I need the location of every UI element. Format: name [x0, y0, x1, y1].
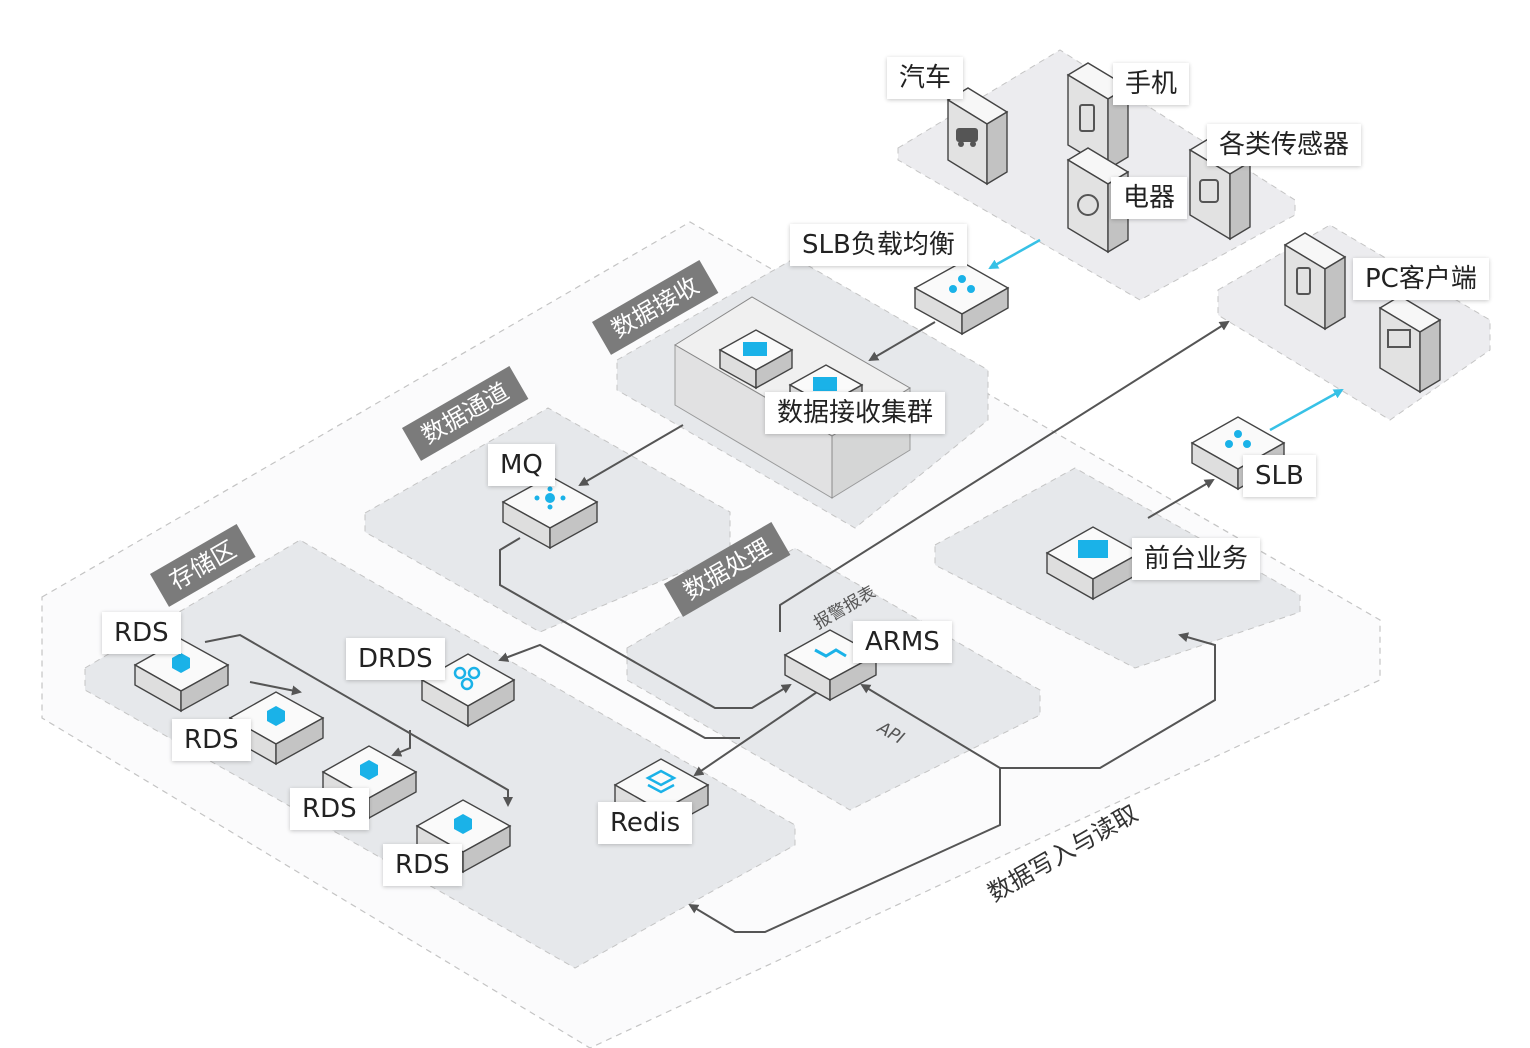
edge-rw-to-arms — [860, 683, 1001, 769]
cache-layers-icon — [645, 769, 677, 794]
label-rds-4: RDS — [383, 844, 462, 886]
database-hexagon-icon — [454, 814, 472, 834]
node-cluster-server-1 — [718, 329, 794, 390]
label-pc-client: PC客户端 — [1353, 258, 1489, 300]
database-hexagon-icon — [267, 706, 285, 726]
label-phone: 手机 — [1113, 63, 1190, 105]
node-rds-2 — [228, 691, 325, 766]
label-slb-lb: SLB负载均衡 — [790, 224, 967, 266]
edge-cluster-to-mq — [578, 424, 684, 487]
edge-slb-to-pc — [1269, 388, 1344, 432]
sensor-icon — [1199, 179, 1219, 203]
edge-devices-to-slb — [988, 238, 1041, 270]
edge-arms-to-redis — [693, 689, 821, 777]
server-stack-icon — [743, 342, 767, 356]
cyan-connections — [988, 238, 1344, 432]
edge-arms-to-pc — [779, 320, 1230, 632]
share-node-icon — [949, 275, 975, 293]
edge-rw — [688, 768, 1001, 933]
monitor-icon — [1387, 329, 1411, 348]
node-arms — [783, 629, 878, 702]
label-drds: DRDS — [346, 638, 445, 680]
monitor-trace-icon — [814, 648, 847, 658]
edge-rds-to-rds2 — [249, 681, 302, 696]
edge-arms-to-drds — [498, 643, 740, 739]
label-rds-3: RDS — [290, 788, 369, 830]
server-stack-icon — [813, 377, 837, 391]
label-slb: SLB — [1243, 455, 1316, 497]
device-car — [946, 87, 1009, 186]
label-receive-cluster: 数据接收集群 — [765, 392, 946, 434]
edge-rds-to-rds3 — [391, 730, 411, 757]
device-pc-phone — [1283, 232, 1347, 331]
database-hexagon-icon — [360, 760, 378, 780]
label-frontend: 前台业务 — [1132, 538, 1261, 580]
label-appliance: 电器 — [1111, 177, 1188, 219]
database-hexagon-icon — [172, 653, 190, 673]
phone-icon — [1079, 104, 1095, 132]
label-rds-2: RDS — [172, 719, 251, 761]
node-slb-lb — [913, 261, 1010, 336]
distributed-db-icon — [453, 666, 481, 691]
node-mq — [501, 475, 599, 550]
car-icon — [956, 128, 978, 147]
node-drds — [420, 653, 516, 728]
pc-zone — [1217, 224, 1491, 421]
edge-rw-to-frontend — [1000, 632, 1216, 769]
label-car: 汽车 — [887, 57, 964, 99]
edge-frontend-to-slb — [1147, 478, 1215, 519]
edge-slb-to-cluster — [868, 321, 936, 362]
share-node-icon — [1225, 430, 1251, 448]
edge-mq-to-arms — [499, 537, 792, 709]
node-frontend — [1045, 526, 1142, 601]
label-arms: ARMS — [853, 621, 952, 663]
phone-icon — [1296, 267, 1311, 295]
edge-rds-chain — [204, 633, 513, 807]
server-stack-icon — [1078, 540, 1108, 558]
hub-icon — [534, 486, 566, 510]
device-pc-monitor — [1378, 295, 1442, 394]
label-rds-1: RDS — [102, 612, 181, 654]
label-redis: Redis — [598, 802, 693, 844]
appliance-icon — [1077, 194, 1099, 216]
connections — [204, 320, 1230, 933]
label-sensors: 各类传感器 — [1207, 124, 1362, 166]
label-mq: MQ — [488, 444, 555, 486]
